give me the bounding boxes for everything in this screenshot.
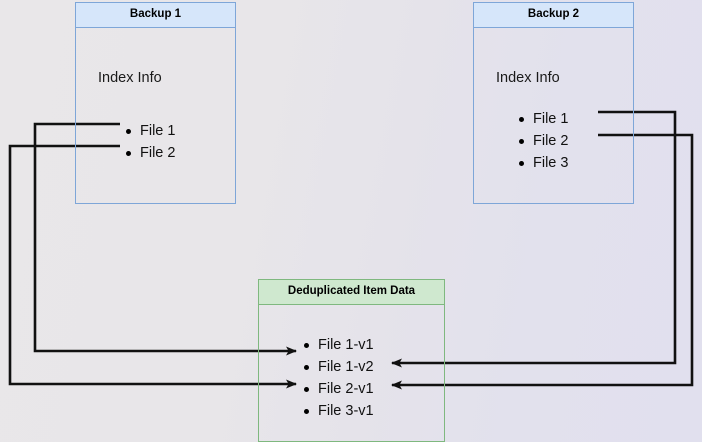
node-backup-1[interactable]: Backup 1 Index Info File 1 File 2 [75,2,236,204]
node-backup-2[interactable]: Backup 2 Index Info File 1 File 2 File 3 [473,2,634,204]
backup-1-index-info-label: Index Info [98,69,162,86]
list-item[interactable]: File 1-v1 [301,334,374,356]
list-item[interactable]: File 3-v1 [301,400,374,422]
list-item[interactable]: File 2 [123,142,175,164]
node-deduplicated-item-data[interactable]: Deduplicated Item Data File 1-v1 File 1-… [258,279,445,442]
backup-2-index-info-label: Index Info [496,69,560,86]
node-backup-1-title: Backup 1 [76,3,235,28]
backup-2-file-list: File 1 File 2 File 3 [516,108,568,174]
list-item[interactable]: File 1-v2 [301,356,374,378]
dedup-file-list: File 1-v1 File 1-v2 File 2-v1 File 3-v1 [301,334,374,422]
node-dedup-title: Deduplicated Item Data [259,280,444,305]
list-item[interactable]: File 1 [516,108,568,130]
list-item[interactable]: File 3 [516,152,568,174]
backup-1-file-list: File 1 File 2 [123,120,175,164]
node-dedup-body: File 1-v1 File 1-v2 File 2-v1 File 3-v1 [259,305,444,435]
node-backup-2-title: Backup 2 [474,3,633,28]
list-item[interactable]: File 2 [516,130,568,152]
list-item[interactable]: File 2-v1 [301,378,374,400]
list-item[interactable]: File 1 [123,120,175,142]
node-backup-1-body: Index Info File 1 File 2 [76,28,235,198]
node-backup-2-body: Index Info File 1 File 2 File 3 [474,28,633,198]
